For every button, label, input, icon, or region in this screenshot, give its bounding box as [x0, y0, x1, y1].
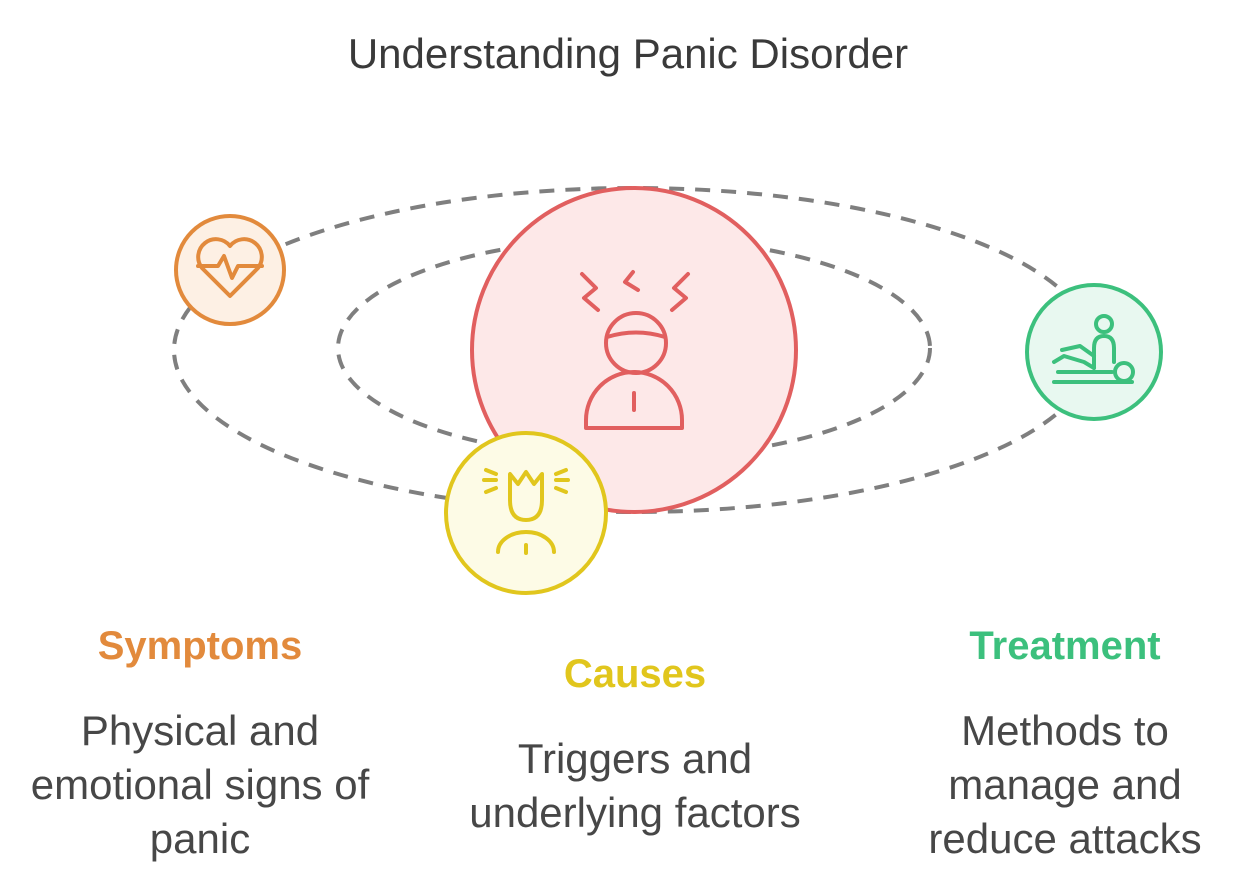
diagram-title: Understanding Panic Disorder — [347, 30, 909, 77]
stress-head-icon — [482, 468, 570, 555]
causes-description: Triggers and underlying factors — [469, 735, 801, 836]
causes-circle — [444, 431, 608, 595]
treatment-label: Treatment — [969, 624, 1161, 668]
treatment-description: Methods to manage and reduce attacks — [928, 707, 1202, 862]
stressed-person-icon — [580, 270, 690, 430]
symptoms-description: Physical and emotional signs of panic — [30, 707, 370, 862]
inner-orbit — [336, 236, 932, 460]
causes-label: Causes — [563, 652, 707, 696]
heart-rate-icon — [196, 237, 264, 298]
massage-therapy-icon — [1052, 314, 1135, 384]
center-circle — [470, 186, 798, 514]
symptoms-label: Symptoms — [97, 624, 303, 668]
